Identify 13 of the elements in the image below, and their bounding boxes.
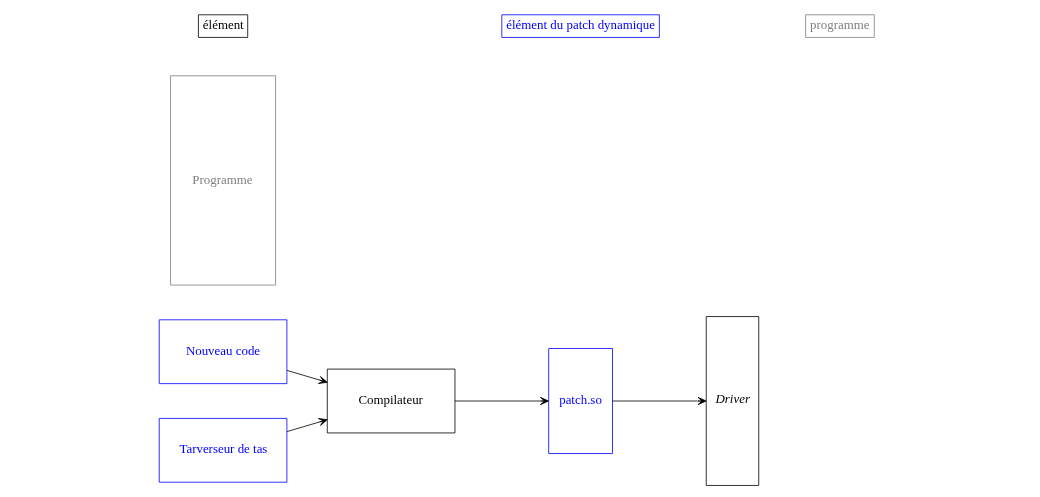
legend-label: élément <box>202 17 244 33</box>
node-box: Programme <box>170 75 276 286</box>
legend-label: élément du patch dynamique <box>506 17 655 33</box>
arrow <box>286 370 328 384</box>
node-box: Nouveau code <box>158 319 288 385</box>
arrow <box>286 418 328 432</box>
arrow <box>454 396 549 406</box>
arrow <box>612 396 707 406</box>
node-box: patch.so <box>548 348 613 454</box>
node-box: Driver <box>705 316 760 486</box>
node-box: Compilateur <box>326 368 456 434</box>
legend-label: programme <box>810 17 870 33</box>
node-box: Tarverseur de tas <box>158 417 288 483</box>
